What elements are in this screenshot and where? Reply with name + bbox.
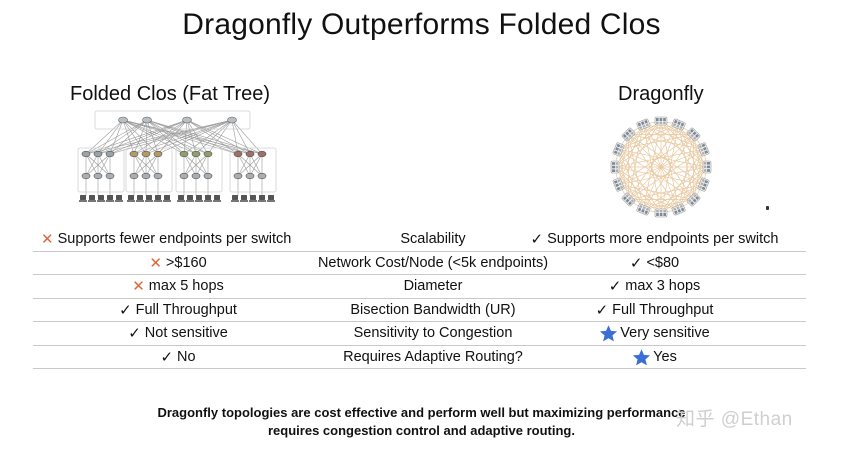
metric-label: Diameter [403, 278, 463, 295]
clos-links [85, 119, 263, 196]
check-icon: ✓ [595, 301, 609, 319]
dragonfly-group [612, 177, 625, 192]
folded-clos-value: No [177, 348, 196, 365]
check-icon: ✓ [530, 231, 544, 249]
folded-clos-cell: ✓Full Throughput [33, 299, 323, 323]
dragonfly-cell: ✓Full Throughput [503, 299, 806, 323]
dragonfly-value: Full Throughput [612, 301, 714, 318]
metric-cell: Requires Adaptive Routing? [283, 346, 583, 370]
footnote-line-2: requires congestion control and adaptive… [268, 423, 575, 438]
mouse-cursor [766, 206, 769, 210]
folded-clos-value: Supports fewer endpoints per switch [57, 231, 292, 248]
folded-clos-value: Full Throughput [135, 301, 237, 318]
check-icon: ✓ [160, 348, 174, 366]
dragonfly-group [610, 160, 620, 174]
folded-clos-cell: ✓No [33, 346, 323, 370]
folded-clos-cell: ✓Not sensitive [33, 322, 323, 346]
dragonfly-group [621, 192, 636, 207]
slide-title: Dragonfly Outperforms Folded Clos [182, 8, 661, 41]
table-row: ✕max 5 hops Diameter ✓max 3 hops [33, 275, 806, 299]
dragonfly-groups [610, 116, 712, 218]
folded-clos-cell: ✕Supports fewer endpoints per switch [41, 228, 331, 252]
check-icon: ✓ [128, 325, 141, 343]
folded-clos-value: >$160 [165, 254, 207, 271]
dragonfly-value: Supports more endpoints per switch [547, 231, 779, 248]
metric-label: Network Cost/Node (<5k endpoints) [317, 254, 549, 271]
dragonfly-value: Very sensitive [620, 325, 710, 342]
footnote-line-1: Dragonfly topologies are cost effective … [157, 405, 686, 420]
dragonfly-group [621, 127, 636, 142]
metric-cell: Bisection Bandwidth (UR) [283, 299, 583, 323]
folded-clos-cell: ✕max 5 hops [33, 275, 323, 299]
dragonfly-group [702, 160, 712, 174]
metric-cell: Network Cost/Node (<5k endpoints) [283, 252, 583, 276]
metric-label: Requires Adaptive Routing? [343, 348, 523, 365]
dragonfly-value: <$80 [646, 254, 680, 271]
table-row: ✓No Requires Adaptive Routing? Yes [33, 346, 806, 370]
folded-clos-heading: Folded Clos (Fat Tree) [70, 83, 271, 105]
dragonfly-value: Yes [653, 348, 677, 365]
dragonfly-topology-diagram [610, 116, 712, 218]
dragonfly-group [671, 203, 686, 216]
metric-cell: Scalability [283, 228, 583, 252]
dragonfly-cell: Yes [503, 346, 806, 370]
metric-label: Bisection Bandwidth (UR) [350, 301, 516, 318]
table-row: ✓Not sensitive Sensitivity to Congestion V… [33, 322, 806, 346]
check-icon: ✓ [608, 278, 622, 296]
dragonfly-group [686, 127, 701, 142]
check-icon: ✓ [119, 301, 132, 319]
dragonfly-group [654, 208, 668, 218]
dragonfly-group [697, 177, 710, 192]
folded-clos-topology-diagram [77, 110, 277, 202]
metric-label: Scalability [400, 231, 466, 248]
dragonfly-heading: Dragonfly [618, 83, 704, 105]
star-icon [600, 325, 618, 342]
metric-cell: Sensitivity to Congestion [283, 322, 583, 346]
folded-clos-value: max 5 hops [148, 278, 224, 295]
metric-label: Sensitivity to Congestion [353, 325, 513, 342]
check-icon: ✓ [629, 254, 643, 272]
dragonfly-group [612, 142, 625, 157]
dragonfly-cell: ✓<$80 [503, 252, 806, 276]
table-row: ✕Supports fewer endpoints per switch Scal… [33, 228, 806, 252]
metric-cell: Diameter [283, 275, 583, 299]
folded-clos-value: Not sensitive [144, 325, 228, 342]
dragonfly-group [636, 203, 651, 216]
folded-clos-cell: ✕>$160 [33, 252, 323, 276]
cross-icon: ✕ [41, 231, 54, 249]
dragonfly-value: max 3 hops [625, 278, 701, 295]
clos-hosts [79, 195, 275, 202]
dragonfly-cell: ✓max 3 hops [503, 275, 806, 299]
dragonfly-group [671, 118, 686, 131]
dragonfly-cell: ✓Supports more endpoints per switch [503, 228, 806, 252]
clos-switches [81, 116, 267, 180]
dragonfly-group [697, 142, 710, 157]
dragonfly-group [654, 116, 668, 126]
dragonfly-group [636, 118, 651, 131]
watermark: 知乎 @Ethan [676, 409, 793, 430]
cross-icon: ✕ [149, 254, 162, 272]
cross-icon: ✕ [132, 278, 145, 296]
dragonfly-group [686, 192, 701, 207]
clos-pod-outlines [77, 110, 277, 193]
dragonfly-cell: Very sensitive [503, 322, 806, 346]
star-icon [633, 348, 651, 366]
